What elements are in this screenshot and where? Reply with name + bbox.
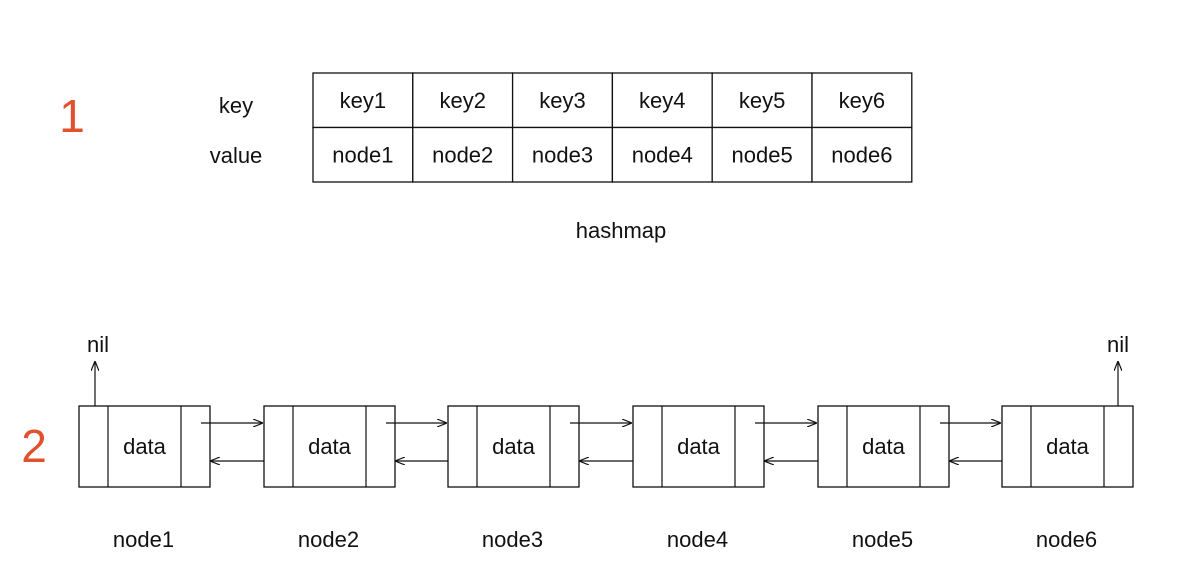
node-data-text: data (123, 434, 167, 459)
node-data-text: data (492, 434, 536, 459)
hashmap-value-text: node6 (831, 143, 892, 168)
list-node: data node6 (1001, 405, 1134, 552)
hashmap-value-text: node5 (732, 143, 793, 168)
hashmap-value-text: node4 (632, 143, 693, 168)
node-data-text: data (862, 434, 906, 459)
hashmap-key-text: key2 (439, 88, 485, 113)
node-box (632, 405, 765, 488)
hashmap-value-cell (511, 126, 614, 183)
hashmap-value-cell (811, 126, 913, 183)
hashmap-value-cell (611, 126, 713, 183)
hashmap-key-text: key1 (340, 88, 386, 113)
hashmap-value-text: node2 (432, 143, 493, 168)
node-data-text: data (677, 434, 721, 459)
node-box (263, 405, 396, 488)
hashmap-key-cell (811, 72, 913, 129)
list-node: data node1 (78, 405, 211, 552)
section-number-1: 1 (59, 90, 85, 142)
hashmap-value-cell (711, 126, 813, 183)
node-name-label: node5 (852, 527, 913, 552)
list-node: data node2 (263, 405, 396, 552)
hashmap-key-cell (412, 72, 514, 129)
node-box (447, 405, 580, 488)
node-name-label: node3 (482, 527, 543, 552)
node-box (817, 405, 950, 488)
nil-left-label: nil (87, 332, 109, 357)
node-name-label: node1 (113, 527, 174, 552)
hashmap-value-label: value (210, 143, 263, 168)
hashmap-value-text: node1 (332, 143, 393, 168)
list-node: data node3 (447, 405, 580, 552)
node-name-label: node6 (1036, 527, 1097, 552)
hashmap-caption: hashmap (576, 218, 667, 243)
hashmap-key-text: key4 (639, 88, 685, 113)
nil-right-label: nil (1107, 332, 1129, 357)
node-data-text: data (308, 434, 352, 459)
hashmap-table: key1 node1 key2 node2 key3 node3 key4 node4 key5… (312, 72, 913, 183)
node-name-label: node4 (667, 527, 728, 552)
hashmap-value-text: node3 (532, 143, 593, 168)
hashmap-key-text: key6 (839, 88, 885, 113)
node-box (78, 405, 211, 488)
hashmap-key-label: key (219, 93, 253, 118)
section-number-2: 2 (21, 420, 47, 472)
node-data-text: data (1046, 434, 1090, 459)
hashmap-value-cell (312, 126, 414, 183)
node-name-label: node2 (298, 527, 359, 552)
node-box (1001, 405, 1134, 488)
doubly-linked-list: datanode1datanode2datanode3datanode4data… (78, 362, 1134, 552)
hashmap-key-cell (312, 72, 414, 129)
list-node: data node5 (817, 405, 950, 552)
hashmap-key-text: key5 (739, 88, 785, 113)
hashmap-key-text: key3 (539, 88, 585, 113)
list-node: data node4 (632, 405, 765, 552)
